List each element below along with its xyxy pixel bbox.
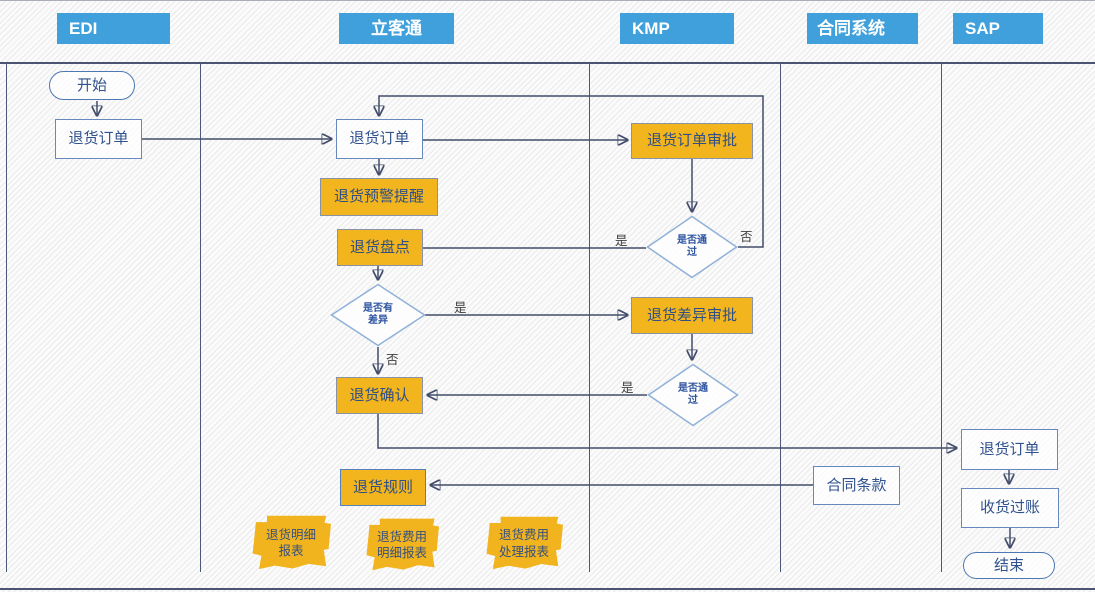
lane-divider-contract-sap (941, 63, 942, 572)
lane-border-left (6, 63, 7, 572)
diff-check-label-line1: 是否有 (363, 303, 393, 314)
sap-return-order-node: 退货订单 (961, 429, 1058, 470)
lane-header-likeitong: 立客通 (339, 13, 454, 44)
lane-divider-lkt-kmp (589, 63, 590, 572)
edge-label-yes-pass2: 是 (621, 381, 634, 395)
start-node: 开始 (49, 71, 135, 100)
doc-fee-detail-line1: 退货费用 (376, 529, 427, 544)
end-node: 结束 (963, 552, 1055, 579)
return-warning-node: 退货预警提醒 (320, 178, 438, 216)
goods-receipt-node: 收货过账 (961, 488, 1059, 528)
order-approval-node: 退货订单审批 (631, 123, 753, 159)
doc-return-detail-report: 退货明细 报表 (252, 515, 331, 570)
doc-return-detail-line2: 报表 (278, 544, 304, 558)
lane-header-kmp: KMP (620, 13, 734, 44)
edge-label-yes-stocktake: 是 (615, 234, 628, 248)
doc-fee-detail-report: 退货费用 明细报表 (366, 518, 439, 571)
pass-check-2-line1: 是否通 (678, 383, 708, 394)
contract-terms-node: 合同条款 (813, 466, 900, 505)
top-edge-line (0, 0, 1095, 1)
lane-header-contract-system: 合同系统 (807, 13, 918, 44)
bottom-border-line (0, 588, 1095, 590)
pass-check-1-line2: 过 (687, 247, 697, 258)
pass-check-2-line2: 过 (688, 395, 698, 406)
return-rule-node: 退货规则 (340, 469, 426, 506)
edge-label-no-diff: 否 (386, 353, 399, 367)
edge-label-no-loopback: 否 (740, 230, 753, 244)
lane-divider-edi-lkt (200, 63, 201, 572)
lkt-return-order-node: 退货订单 (336, 119, 423, 159)
diff-approval-node: 退货差异审批 (631, 297, 753, 334)
pass-check-2-diamond: 是否通 过 (647, 363, 739, 427)
edge-label-yes-diff: 是 (454, 301, 467, 315)
pass-check-1-diamond: 是否通 过 (646, 215, 738, 279)
doc-fee-process-line2: 处理报表 (498, 544, 549, 559)
edi-return-order-node: 退货订单 (55, 119, 142, 159)
doc-fee-process-line1: 退货费用 (498, 528, 549, 543)
doc-fee-detail-line2: 明细报表 (376, 546, 427, 560)
return-stocktake-node: 退货盘点 (337, 229, 423, 266)
pass-check-1-line1: 是否通 (677, 235, 707, 246)
doc-return-detail-line1: 退货明细 (265, 527, 316, 542)
lane-header-edi: EDI (57, 13, 170, 44)
diff-check-label-line2: 差异 (368, 315, 388, 326)
lane-header-sap: SAP (953, 13, 1043, 44)
return-confirm-node: 退货确认 (336, 377, 423, 414)
header-divider-line (0, 62, 1095, 64)
diff-check-diamond: 是否有 差异 (330, 283, 426, 347)
lane-divider-kmp-contract (780, 63, 781, 572)
doc-fee-process-report: 退货费用 处理报表 (486, 516, 563, 570)
